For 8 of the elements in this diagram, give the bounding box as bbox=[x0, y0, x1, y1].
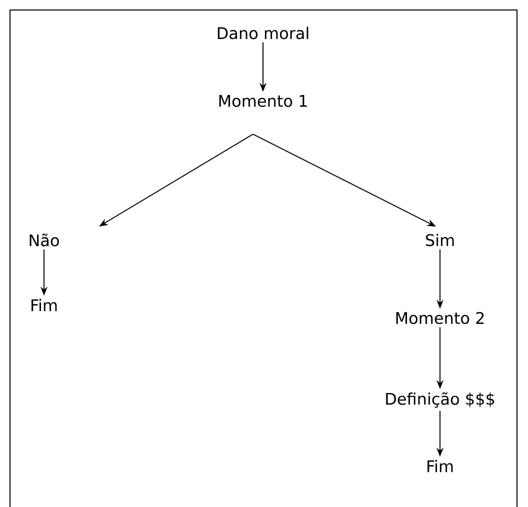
node-label: Momento 1 bbox=[219, 95, 307, 107]
node-label: Fim bbox=[32, 298, 57, 312]
node-label: Não bbox=[30, 234, 59, 246]
node-label: Sim bbox=[426, 234, 454, 246]
node-label: Fim bbox=[428, 460, 453, 472]
node-label: Definição $$$ bbox=[386, 392, 494, 408]
node-label: Dano moral bbox=[218, 26, 308, 40]
node-label: Momento 2 bbox=[396, 312, 484, 324]
